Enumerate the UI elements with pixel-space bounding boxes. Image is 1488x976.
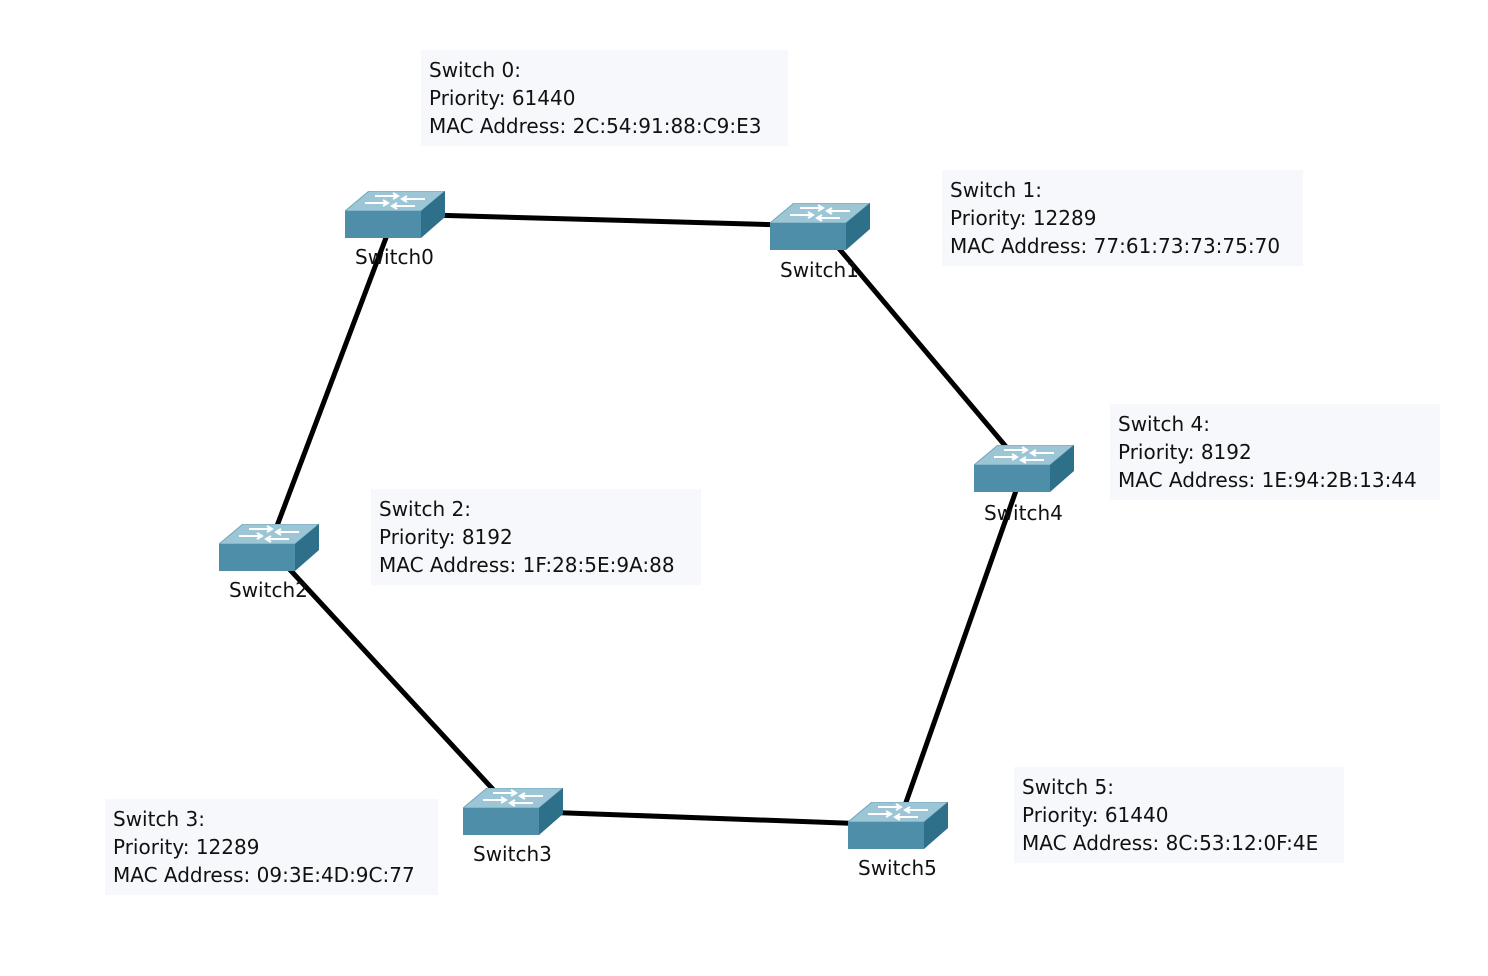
switch5-label: Switch5 [858, 856, 937, 880]
note-priority: Priority: 8192 [1118, 440, 1252, 464]
switch2-label: Switch2 [229, 578, 308, 602]
switch1-label: Switch1 [780, 258, 859, 282]
switch0-note: Switch 0: Priority: 61440 MAC Address: 2… [421, 50, 788, 146]
note-mac: MAC Address: 09:3E:4D:9C:77 [113, 863, 415, 887]
note-mac: MAC Address: 77:61:73:73:75:70 [950, 234, 1281, 258]
link-switch3-switch5[interactable] [512, 808, 899, 828]
switch3-icon[interactable] [461, 787, 565, 836]
note-mac: MAC Address: 1E:94:2B:13:44 [1118, 468, 1417, 492]
switch0-label: Switch0 [355, 245, 434, 269]
switch2-icon[interactable] [217, 523, 321, 572]
link-switch0-switch1[interactable] [394, 211, 821, 229]
note-title: Switch 3: [113, 807, 205, 831]
switch2-note: Switch 2: Priority: 8192 MAC Address: 1F… [371, 489, 701, 585]
note-priority: Priority: 61440 [1022, 803, 1169, 827]
note-mac: MAC Address: 2C:54:91:88:C9:E3 [429, 114, 762, 138]
link-switch2-switch3[interactable] [267, 545, 515, 813]
note-title: Switch 2: [379, 497, 471, 521]
note-title: Switch 4: [1118, 412, 1210, 436]
note-title: Switch 0: [429, 58, 521, 82]
links-layer [266, 211, 1027, 828]
note-priority: Priority: 12289 [950, 206, 1097, 230]
switch1-icon[interactable] [768, 202, 872, 251]
switch4-icon[interactable] [972, 444, 1076, 493]
switch4-label: Switch4 [984, 501, 1063, 525]
switch5-note: Switch 5: Priority: 61440 MAC Address: 8… [1014, 767, 1344, 863]
note-mac: MAC Address: 8C:53:12:0F:4E [1022, 831, 1319, 855]
note-priority: Priority: 61440 [429, 86, 576, 110]
note-priority: Priority: 12289 [113, 835, 260, 859]
switch4-note: Switch 4: Priority: 8192 MAC Address: 1E… [1110, 404, 1440, 500]
switch3-label: Switch3 [473, 842, 552, 866]
switch5-icon[interactable] [846, 801, 950, 850]
switch0-icon[interactable] [343, 190, 447, 239]
switch1-note: Switch 1: Priority: 12289 MAC Address: 7… [942, 170, 1303, 266]
switch3-note: Switch 3: Priority: 12289 MAC Address: 0… [105, 799, 438, 895]
note-title: Switch 5: [1022, 775, 1114, 799]
link-switch4-switch5[interactable] [895, 467, 1027, 826]
note-mac: MAC Address: 1F:28:5E:9A:88 [379, 553, 675, 577]
note-priority: Priority: 8192 [379, 525, 513, 549]
note-title: Switch 1: [950, 178, 1042, 202]
link-switch0-switch2[interactable] [266, 213, 398, 548]
link-switch1-switch4[interactable] [818, 224, 1026, 470]
